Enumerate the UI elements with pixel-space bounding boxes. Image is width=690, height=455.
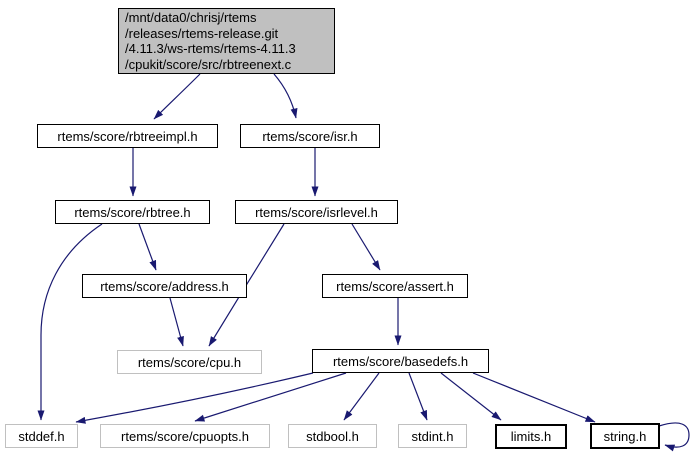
graph-node-label: rtems/score/basedefs.h — [332, 353, 469, 369]
graph-node-label: rtems/score/isrlevel.h — [255, 204, 378, 220]
graph-node-label: rtems/score/isr.h — [262, 128, 358, 144]
graph-node-stdint: stdint.h — [398, 424, 467, 448]
graph-node-label: rtems/score/address.h — [100, 278, 229, 294]
graph-node-label: stdint.h — [411, 428, 454, 444]
graph-node-cpu: rtems/score/cpu.h — [117, 350, 262, 374]
edge-basedefs-to-string — [472, 372, 596, 423]
edge-main-to-isr — [273, 73, 298, 119]
graph-node-label: stddef.h — [18, 428, 65, 444]
graph-node-string[interactable]: string.h — [590, 423, 660, 449]
graph-node-main-line-1: /mnt/data0/chrisj/rtems — [125, 10, 257, 25]
edge-basedefs-to-stdint — [408, 372, 428, 421]
graph-node-basedefs[interactable]: rtems/score/basedefs.h — [312, 349, 489, 373]
graph-node-main: /mnt/data0/chrisj/rtems/releases/rtems-r… — [118, 8, 335, 74]
graph-node-label: rtems/score/rbtree.h — [74, 204, 191, 220]
graph-node-label: string.h — [603, 428, 647, 444]
graph-node-label: rtems/score/cpuopts.h — [121, 428, 249, 444]
graph-node-label: limits.h — [510, 429, 552, 444]
graph-node-assert[interactable]: rtems/score/assert.h — [322, 274, 468, 298]
edge-main-to-rbtreeimpl — [153, 73, 201, 120]
graph-node-limits[interactable]: limits.h — [495, 424, 567, 449]
graph-node-main-line-2: /releases/rtems-release.git — [125, 25, 279, 41]
edge-address-to-cpu — [169, 297, 184, 347]
graph-node-main-line-4: /cpukit/score/src/rbtreenext.c — [125, 56, 292, 72]
graph-node-label: rtems/score/cpu.h — [137, 354, 242, 370]
graph-node-main-line-3: /4.11.3/ws-rtems/rtems-4.11.3 — [125, 41, 296, 56]
graph-node-rbtree[interactable]: rtems/score/rbtree.h — [55, 200, 210, 224]
graph-node-label: rtems/score/assert.h — [336, 278, 454, 294]
graph-node-stddef: stddef.h — [5, 424, 78, 448]
graph-node-address[interactable]: rtems/score/address.h — [82, 274, 247, 298]
graph-node-stdbool: stdbool.h — [288, 424, 377, 448]
graph-node-label: rtems/score/rbtreeimpl.h — [57, 128, 198, 144]
edge-basedefs-to-stddef — [75, 372, 314, 424]
edge-basedefs-to-limits — [440, 372, 502, 421]
edge-basedefs-to-cpuopts — [194, 372, 347, 422]
edge-string-to-string — [658, 422, 690, 452]
edge-rbtree-to-stddef — [37, 223, 103, 421]
graph-node-isr[interactable]: rtems/score/isr.h — [240, 124, 380, 148]
graph-node-rbtreeimpl[interactable]: rtems/score/rbtreeimpl.h — [37, 124, 218, 148]
edge-isrlevel-to-assert — [351, 223, 381, 271]
graph-node-cpuopts: rtems/score/cpuopts.h — [100, 424, 270, 448]
graph-node-label: stdbool.h — [306, 428, 359, 444]
edge-rbtree-to-address — [138, 223, 157, 271]
graph-node-isrlevel[interactable]: rtems/score/isrlevel.h — [235, 200, 398, 224]
edge-basedefs-to-stdbool — [343, 372, 380, 421]
